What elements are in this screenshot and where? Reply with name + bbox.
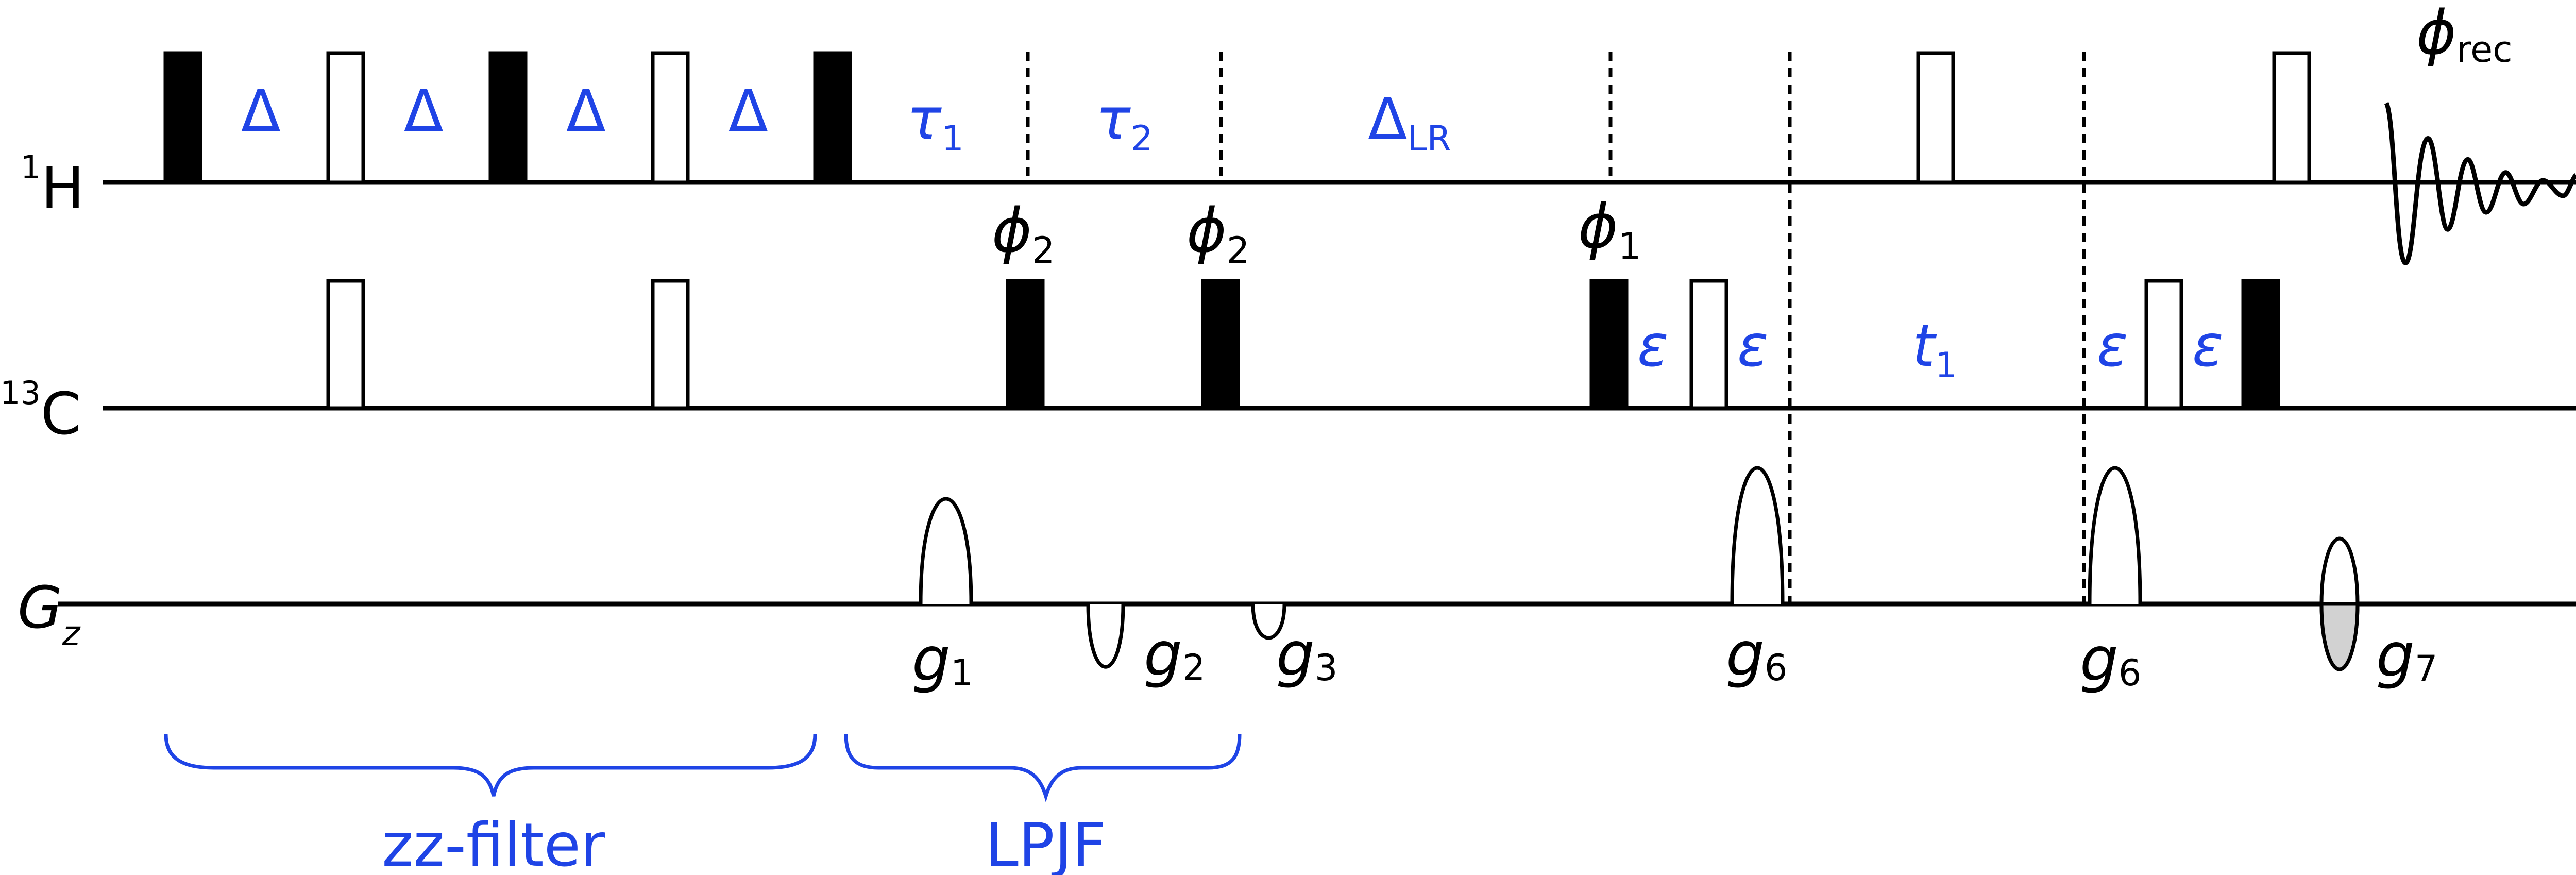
epsilon-label-2: ε (1737, 313, 1769, 380)
epsilon-label-3: ε (2097, 313, 2128, 380)
c-pulse-90-2 (1201, 279, 1240, 410)
tau2-subscript: 2 (1130, 119, 1153, 159)
gradient-g3 (1251, 603, 1286, 640)
h-channel-label: 1H (21, 148, 84, 222)
phi-rec-symbol: ϕ (2416, 0, 2456, 68)
zz-filter-text: zz-filter (382, 811, 605, 875)
t1-label: t1 (1912, 313, 1957, 386)
phi2-subscript-1: 2 (1032, 229, 1055, 272)
g7-subscript: 7 (2415, 648, 2438, 690)
lpjf-brace (844, 734, 1242, 803)
phi1-symbol: ϕ (1578, 191, 1618, 262)
g3-subscript: 3 (1315, 647, 1338, 689)
g6-symbol-1: g (1726, 618, 1765, 689)
g6-label-2: g6 (2080, 624, 2141, 695)
phi-rec-label: ϕrec (2416, 0, 2513, 71)
gz-channel-subscript: z (62, 614, 81, 653)
delta-label-2: Δ (404, 78, 444, 145)
gradient-g6-2 (2088, 466, 2142, 604)
gradient-g1 (919, 497, 973, 604)
g6-symbol-2: g (2080, 624, 2119, 695)
phi2-symbol-1: ϕ (992, 195, 1032, 266)
fid-signal (2384, 102, 2576, 265)
h-channel-name: H (41, 155, 84, 222)
phi2-symbol-2: ϕ (1187, 195, 1227, 266)
delta-lr-label: ΔLR (1368, 86, 1451, 159)
zz-filter-brace (164, 734, 817, 797)
gradient-g7-negative-fill (2319, 602, 2360, 671)
g6-label-1: g6 (1726, 618, 1787, 689)
tau2-label: τ2 (1096, 86, 1153, 159)
c-channel-label: 13C (0, 374, 81, 448)
epsilon-label-1: ε (1637, 313, 1669, 380)
c-pulse-90-4 (2241, 279, 2280, 410)
gz-channel-name: G (18, 575, 62, 642)
tau1-symbol: τ (907, 86, 942, 153)
delta-label-1: Δ (241, 78, 281, 145)
tau1-label: τ1 (907, 86, 964, 159)
delta-label-4: Δ (728, 78, 768, 145)
tau2-symbol: τ (1096, 86, 1131, 153)
phi2-subscript-2: 2 (1227, 229, 1250, 272)
h-pulse-90-2 (488, 51, 528, 184)
lpjf-label: LPJF (985, 811, 1107, 875)
g1-symbol: g (912, 624, 951, 695)
h-channel-superscript: 1 (21, 148, 41, 186)
h-pulse-180-2 (651, 51, 690, 184)
c-pulse-180-4 (2144, 279, 2183, 410)
g2-subscript: 2 (1182, 647, 1206, 689)
g6-subscript-2: 6 (2119, 652, 2142, 694)
g2-symbol: g (1144, 618, 1182, 689)
zz-filter-label: zz-filter (382, 811, 605, 875)
g7-label: g7 (2376, 619, 2437, 691)
g6-subscript-1: 6 (1765, 647, 1788, 689)
h-pulse-180-4 (2272, 51, 2311, 184)
h-pulse-180-3 (1916, 51, 1955, 184)
g1-subscript: 1 (951, 652, 974, 694)
phi-rec-subscript: rec (2456, 28, 2513, 71)
epsilon-label-4: ε (2192, 313, 2224, 380)
delta-lr-subscript: LR (1408, 119, 1451, 159)
gradient-g2 (1086, 603, 1125, 669)
phi2-label-1: ϕ2 (992, 195, 1055, 272)
t1-subscript: 1 (1935, 345, 1957, 386)
c-pulse-90-3 (1589, 279, 1629, 410)
phi1-subscript: 1 (1618, 225, 1641, 267)
g7-symbol: g (2376, 619, 2415, 691)
delta-lr-symbol: Δ (1368, 86, 1408, 153)
tau1-subscript: 1 (941, 119, 963, 159)
g2-label: g2 (1144, 618, 1205, 689)
g3-symbol: g (1276, 618, 1315, 689)
h-pulse-180-1 (326, 51, 365, 184)
phi2-label-2: ϕ2 (1187, 195, 1249, 272)
c-pulse-180-3 (1689, 279, 1728, 410)
g1-label: g1 (912, 624, 973, 695)
delta-label-3: Δ (566, 78, 606, 145)
t1-symbol: t (1912, 313, 1937, 380)
c-pulse-180-1 (326, 279, 365, 410)
h-pulse-90-1 (163, 51, 202, 184)
c-pulse-90-1 (1006, 279, 1045, 410)
h-pulse-90-3 (813, 51, 852, 184)
gz-channel-label: Gz (18, 575, 81, 653)
g3-label: g3 (1276, 618, 1337, 689)
c-channel-superscript: 13 (0, 374, 41, 412)
c-pulse-180-2 (651, 279, 690, 410)
gradient-g6-1 (1730, 466, 1785, 604)
phi1-label: ϕ1 (1578, 191, 1641, 267)
c-channel-name: C (41, 381, 81, 448)
